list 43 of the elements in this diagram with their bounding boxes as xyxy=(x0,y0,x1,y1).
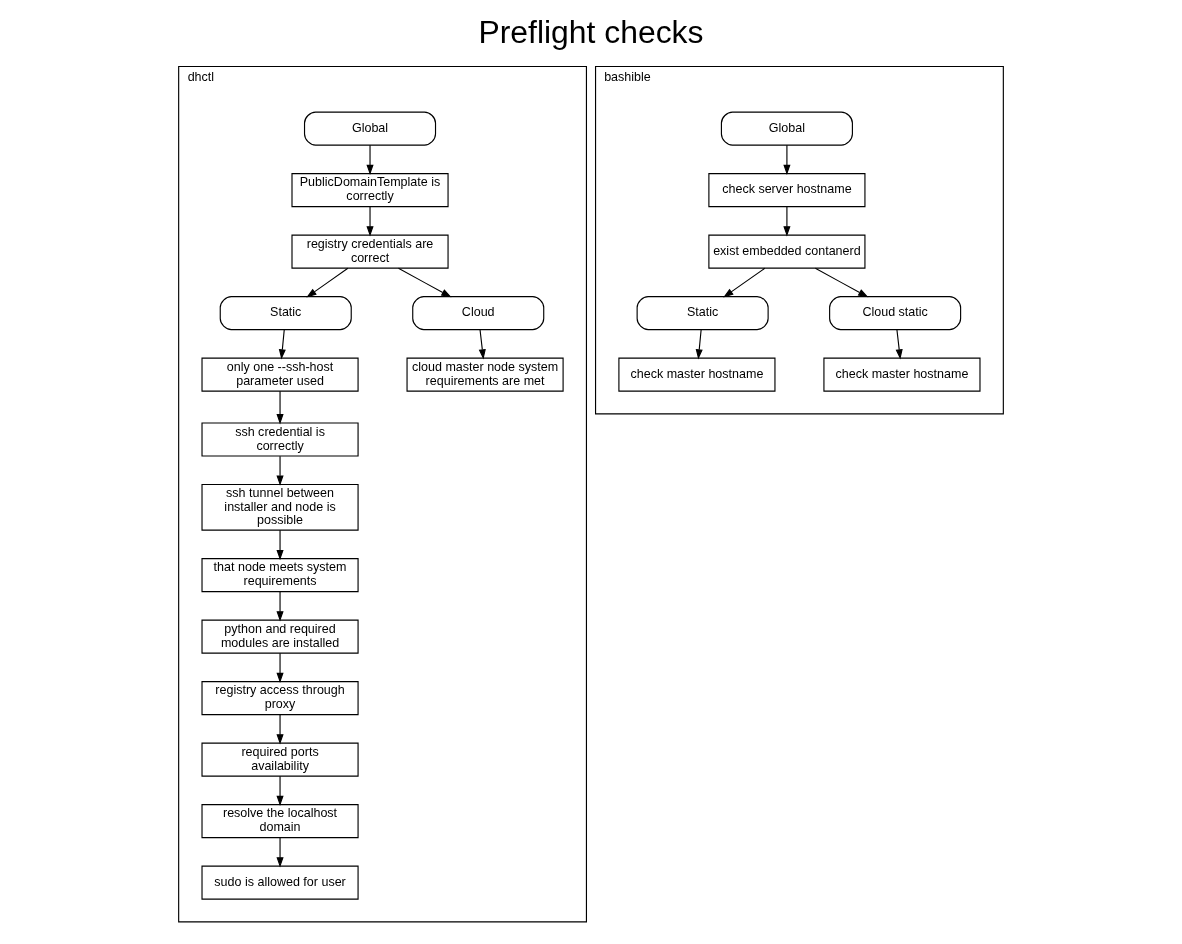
node-box: check master hostname xyxy=(823,357,981,392)
arrow xyxy=(478,329,486,360)
node-box: PublicDomainTemplate is correctly xyxy=(291,173,449,208)
diagram-title: Preflight checks xyxy=(478,14,704,51)
arrow xyxy=(895,329,903,360)
arrow xyxy=(397,267,452,298)
node-box: cloud master node system requirements are met xyxy=(406,357,564,392)
arrow xyxy=(276,837,284,868)
arrow xyxy=(723,267,766,298)
arrow xyxy=(695,329,703,360)
arrow xyxy=(814,267,869,298)
node-box: sudo is allowed for user xyxy=(201,865,359,900)
node-box: ssh tunnel between installer and node is possible xyxy=(201,483,359,531)
node-box: registry access through proxy xyxy=(201,681,359,716)
arrow xyxy=(783,144,791,175)
node-box: python and required modules are installed xyxy=(201,619,359,654)
arrow xyxy=(278,329,286,360)
node-box: required ports availability xyxy=(201,742,359,777)
node-box: check master hostname xyxy=(618,357,776,392)
node-box: Global xyxy=(720,111,853,146)
node-box: Cloud xyxy=(412,296,545,331)
arrow xyxy=(783,206,791,237)
node-box: check server hostname xyxy=(708,173,866,208)
node-box: Cloud static xyxy=(829,296,962,331)
arrow xyxy=(276,775,284,807)
arrow xyxy=(306,267,349,298)
arrow xyxy=(366,206,374,237)
arrow xyxy=(366,144,374,175)
arrow xyxy=(276,652,284,684)
node-box: only one --ssh-host parameter used xyxy=(201,357,359,392)
node-box: Static xyxy=(219,296,352,331)
node-box: registry credentials are correct xyxy=(291,234,449,269)
arrow xyxy=(276,455,284,486)
arrow xyxy=(276,591,284,622)
node-box: Static xyxy=(636,296,769,331)
node-box: resolve the localhost domain xyxy=(201,804,359,839)
node-box: that node meets system requirements xyxy=(201,558,359,593)
node-box: exist embedded contanerd xyxy=(708,234,866,269)
arrow xyxy=(276,714,284,745)
node-box: Global xyxy=(303,111,437,146)
arrow xyxy=(276,390,284,425)
node-box: ssh credential is correctly xyxy=(201,422,359,457)
arrow xyxy=(276,529,284,561)
